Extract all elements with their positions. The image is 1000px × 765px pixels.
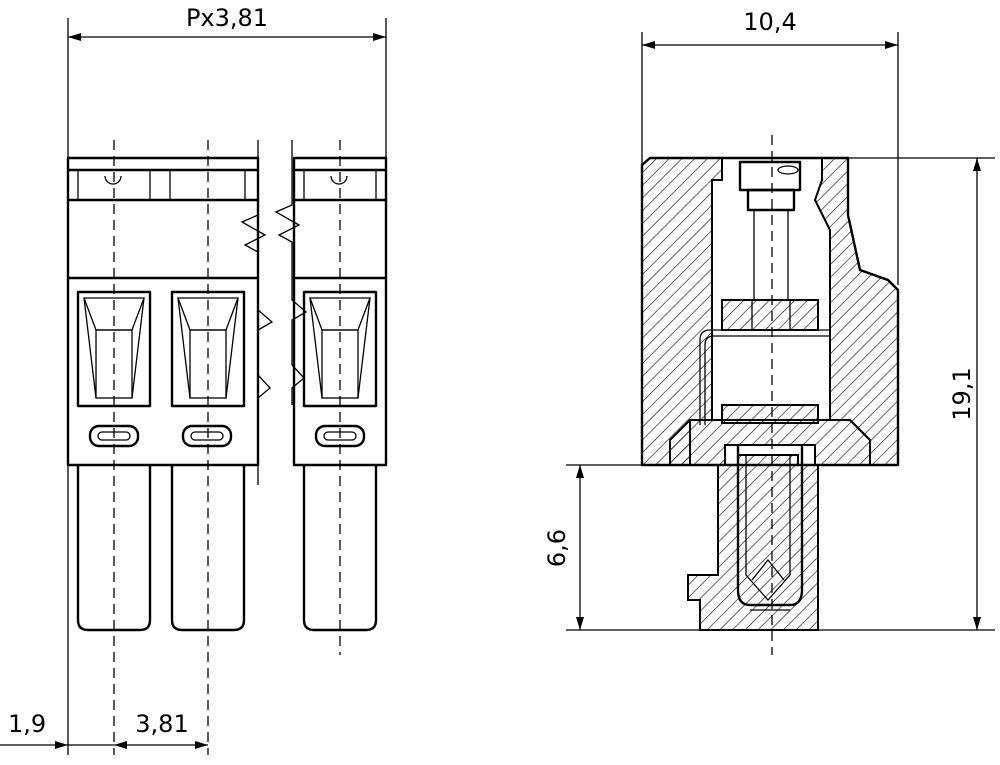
side-view: 10,4 [543, 8, 995, 655]
break-lines [240, 140, 308, 485]
dimension-pitch-label: 3,81 [135, 710, 188, 738]
dimension-height: 19,1 [818, 157, 995, 631]
pins [76, 465, 378, 632]
side-pin [687, 445, 819, 631]
centerlines-front [113, 140, 341, 755]
dimension-bottom: 1,9 3,81 [0, 465, 208, 755]
dimension-edge-offset-label: 1,9 [8, 710, 46, 738]
dimension-width-label: 10,4 [743, 8, 796, 36]
housing-left [66, 156, 260, 467]
dimension-pitch-total: Px3,81 [67, 4, 387, 158]
dimension-height-label: 19,1 [948, 367, 976, 420]
side-screw [699, 160, 830, 425]
test-openings [88, 424, 366, 448]
dimension-pin-length: 6,6 [543, 464, 718, 631]
dimension-pin-length-label: 6,6 [543, 529, 571, 567]
dimension-pitch-total-label: Px3,81 [186, 4, 268, 32]
side-housing [640, 156, 900, 467]
front-view: Px3,81 [0, 4, 388, 755]
